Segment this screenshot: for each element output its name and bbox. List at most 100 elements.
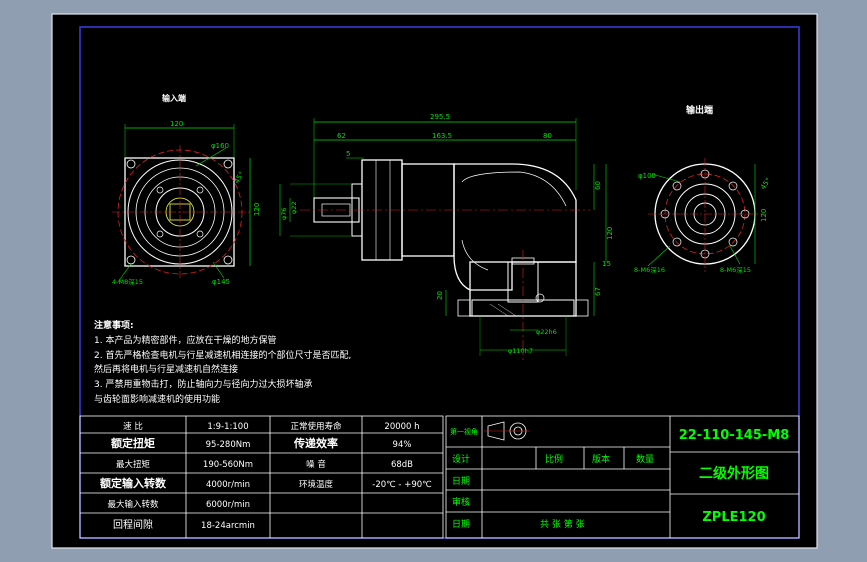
tb-label-date-2: 日期 [452, 519, 470, 530]
notes-line-1: 1. 本产品为精密部件，应放在干燥的地方保管 [94, 334, 276, 346]
dim-text-5: 5 [346, 150, 350, 158]
spec-label-efficiency: 传递效率 [293, 436, 338, 450]
tb-model: ZPLE120 [702, 510, 765, 525]
input-bolt-hole-br [223, 255, 233, 265]
dim-leader-out-100 [651, 173, 681, 183]
dim-text-80: 80 [543, 132, 552, 140]
dim-text-15: 15 [602, 260, 611, 268]
spec-value-life: 20000 h [384, 422, 419, 432]
dim-text-pcd-160: φ160 [211, 142, 229, 150]
dim-text-out-100: φ100 [638, 172, 656, 180]
technical-notes: 注意事项: 1. 本产品为精密部件，应放在干燥的地方保管 2. 首先严格检查电机… [94, 319, 351, 405]
output-hole-8 [672, 181, 682, 191]
dim-text-flange-120: 120 [170, 120, 183, 128]
spec-value-backlash: 18-24arcmin [201, 521, 255, 531]
dim-text-m8-145: φ145 [212, 278, 230, 286]
title-block-text: 第一视角 设计 日期 审核 日期 比例 版本 数量 共 张 第 张 22-110… [450, 427, 789, 530]
dim-text-163: 163.5 [432, 132, 452, 140]
spec-label-ratio: 速 比 [123, 421, 143, 432]
tb-drawing-number: 22-110-145-M8 [679, 428, 790, 443]
mount-ear-right [575, 299, 589, 317]
dim-leader-160 [195, 147, 227, 167]
tb-label-design: 设计 [452, 453, 470, 465]
input-view-label: 输入端 [162, 93, 186, 103]
notes-line-5: 与齿轮面影响减速机的使用功能 [94, 393, 220, 405]
dim-leader-m8 [117, 263, 132, 283]
housing-curve-2 [461, 239, 489, 271]
dim-text-m8-holes: 4-M8深15 [112, 277, 143, 286]
spec-value-temp: -20℃ - +90℃ [372, 480, 432, 490]
spec-label-life: 正常使用寿命 [290, 421, 342, 432]
tb-label-date-1: 日期 [452, 476, 470, 487]
dim-text-67: 67 [594, 287, 602, 296]
spec-table-text: 速 比 1:9-1:100 正常使用寿命 20000 h 额定扭矩 95-280… [100, 421, 432, 531]
spec-value-rated-speed: 4000r/min [206, 480, 250, 490]
spec-value-rated-torque: 95-280Nm [206, 440, 251, 450]
notes-line-4: 3. 严禁用重物击打，防止轴向力与径向力过大损坏轴承 [94, 378, 312, 390]
spec-label-rated-torque: 额定扭矩 [111, 436, 155, 450]
mount-ear-left [457, 299, 471, 317]
side-view: 295.5 62 163.5 80 5 [279, 113, 614, 360]
tb-projection-label: 第一视角 [450, 427, 478, 436]
input-end-view: 输入端 120 φ160 φ145 45° 120 [112, 93, 261, 286]
dim-text-110: φ110h7 [508, 347, 533, 355]
output-hole-2 [728, 181, 738, 191]
dim-text-side-120: 120 [253, 203, 261, 216]
tb-label-review: 审核 [452, 496, 470, 508]
dim-text-20: 20 [436, 291, 444, 300]
input-inner-hole-3 [156, 230, 164, 238]
tb-header-quantity: 数量 [636, 453, 654, 465]
spec-value-ratio: 1:9-1:100 [207, 422, 248, 432]
dim-text-total-length: 295.5 [430, 113, 450, 121]
output-end-view: 输出端 φ100 45° 120 8-M6深16 8-M6深15 [634, 104, 773, 274]
sheet-outer-frame [51, 13, 818, 549]
dim-text-22g6: φ22h6 [536, 328, 557, 336]
dim-text-22: φ22 [290, 201, 298, 214]
output-hole-6 [672, 237, 682, 247]
spec-value-max-speed: 6000r/min [206, 500, 250, 510]
hatch-2 [497, 303, 517, 317]
title-block [445, 415, 800, 539]
tb-drawing-name: 二级外形图 [699, 465, 769, 482]
spec-value-max-torque: 190-560Nm [203, 460, 253, 470]
dim-text-out-120: 120 [760, 209, 768, 222]
dim-text-120v: 120 [606, 227, 614, 240]
spec-value-noise: 68dB [391, 460, 413, 470]
spec-label-max-torque: 最大扭矩 [116, 459, 151, 470]
spec-table [79, 415, 444, 539]
output-view-label: 输出端 [686, 104, 713, 116]
dim-leader-145 [212, 261, 225, 279]
projection-symbol [484, 421, 530, 441]
notes-title: 注意事项: [94, 319, 134, 331]
output-bore [507, 261, 539, 303]
spec-label-noise: 噪 音 [306, 459, 326, 470]
mount-hole [535, 293, 545, 303]
dim-text-m6: 8-M6深16 [634, 265, 665, 274]
spec-label-max-speed: 最大输入转数 [107, 499, 159, 510]
spec-label-rated-speed: 额定输入转数 [100, 476, 167, 490]
notes-line-2: 2. 首先严格检查电机与行星减速机相连接的个部位尺寸是否匹配, [94, 349, 351, 361]
spec-value-efficiency: 94% [393, 440, 412, 450]
input-inner-hole-1 [156, 186, 164, 194]
tb-sheet-count: 共 张 第 张 [540, 518, 585, 530]
input-inner-hole-2 [196, 186, 204, 194]
dim-leader-m6 [647, 245, 671, 267]
input-inner-hole-4 [196, 230, 204, 238]
tb-header-version: 版本 [592, 453, 610, 465]
spec-label-backlash: 回程间隙 [113, 518, 153, 531]
dim-text-76: φ76 [280, 207, 288, 220]
tb-header-scale: 比例 [545, 453, 563, 465]
output-hole-4 [728, 237, 738, 247]
output-bolt-circle [664, 173, 746, 255]
title-block-frame [445, 415, 800, 539]
dim-leader-out-holes [729, 245, 741, 265]
dim-text-out-holes: 8-M6深15 [720, 265, 751, 274]
spec-table-frame [79, 415, 444, 539]
hatch-1 [489, 303, 509, 317]
projection-cone [487, 421, 505, 441]
dim-text-62: 62 [337, 132, 346, 140]
housing-curve-1 [461, 171, 567, 207]
spec-label-temp: 环境温度 [299, 479, 334, 490]
input-bolt-hole-tl [126, 159, 136, 169]
